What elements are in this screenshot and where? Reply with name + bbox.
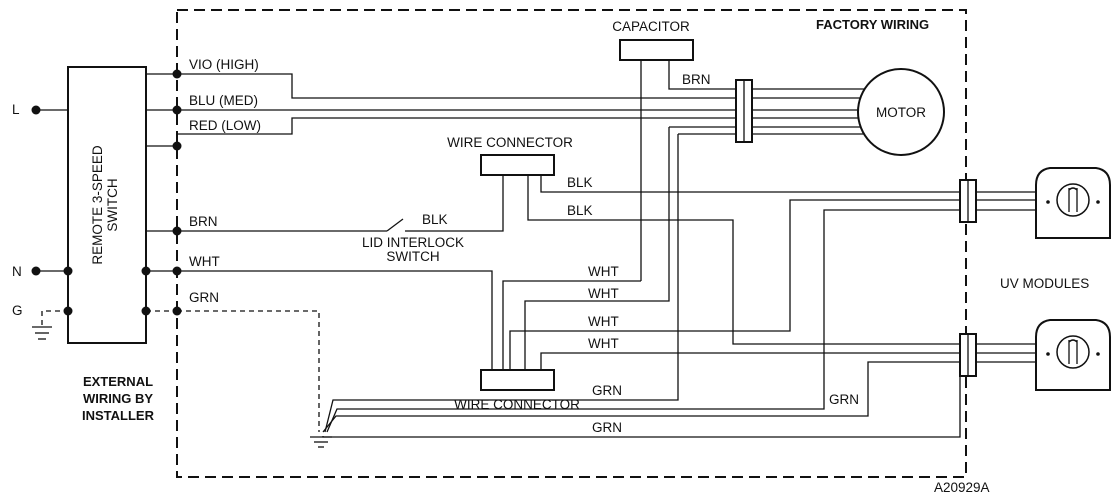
- ground-wire-external: [41, 310, 68, 325]
- uv-module-2-lamp: [1056, 335, 1090, 369]
- uv-module-1-lamp-shape: [1068, 187, 1078, 212]
- g-dot-switch-right: [141, 306, 151, 316]
- wire-label-wht-2: WHT: [588, 286, 619, 301]
- wire-wht-motor-1-drop: [524, 127, 670, 370]
- uv-module-1: [1035, 167, 1111, 239]
- wire-label-grn-3: GRN: [592, 420, 622, 435]
- wire-connector-bottom: [480, 369, 555, 391]
- factory-wiring-label: FACTORY WIRING: [816, 17, 929, 32]
- n-dot-switch-left: [63, 266, 73, 276]
- external-wiring-line3: INSTALLER: [82, 408, 155, 423]
- wire-brn-capacitor: [668, 60, 736, 90]
- wire-blk-uv1: [540, 175, 960, 193]
- wire-grn-uv1: [326, 209, 960, 433]
- wire-label-wht-main: WHT: [189, 254, 220, 269]
- wire-grn-motor-drop: [324, 134, 679, 433]
- remote-speed-switch: [67, 66, 147, 344]
- wire-label-grn-1: GRN: [592, 383, 622, 398]
- uv-module-1-lamp: [1056, 183, 1090, 217]
- wire-blk-uv2: [527, 175, 960, 345]
- wire-vio-high: [177, 73, 736, 99]
- wire-label-wht-1: WHT: [588, 264, 619, 279]
- n-dot-switch-right: [141, 266, 151, 276]
- wire-label-grn-main: GRN: [189, 290, 219, 305]
- uv-module-1-dot-right: [1096, 200, 1100, 204]
- uv-module-2-lamp-shape: [1068, 339, 1078, 364]
- drawing-id: A20929A: [934, 480, 990, 495]
- terminal-l-label: L: [12, 102, 20, 117]
- lid-interlock-label-line2: SWITCH: [386, 249, 439, 264]
- uv-module-1-dot-left: [1046, 200, 1050, 204]
- wire-grn-uv2: [322, 361, 960, 433]
- factory-wiring-boundary: [176, 9, 967, 478]
- wire-label-red-low: RED (LOW): [189, 118, 261, 133]
- motor: [857, 68, 945, 156]
- uv-module-2: [1035, 319, 1111, 391]
- wire-connector-bottom-label: WIRE CONNECTOR: [454, 397, 580, 412]
- motor-label: MOTOR: [876, 105, 926, 120]
- capacitor-label: CAPACITOR: [612, 19, 690, 34]
- lid-interlock-label-line1: LID INTERLOCK: [362, 235, 464, 250]
- wire-wht-1: [502, 280, 641, 370]
- external-wiring-line1: EXTERNAL: [83, 374, 153, 389]
- wire-label-brn-switch: BRN: [189, 214, 218, 229]
- terminal-n-label: N: [12, 264, 22, 279]
- switch-label-line1: REMOTE 3-SPEED: [90, 145, 105, 265]
- wire-label-grn-2: GRN: [829, 392, 859, 407]
- wire-wht-3: [509, 199, 960, 370]
- terminal-l-dot: [31, 105, 41, 115]
- external-wiring-line2: WIRING BY: [83, 391, 153, 406]
- wire-blk-interlock: [420, 175, 504, 232]
- terminal-n-dot: [31, 266, 41, 276]
- wire-label-blk-uv1: BLK: [567, 175, 593, 190]
- uv-module-2-dot-right: [1096, 352, 1100, 356]
- uv-module-2-dot-left: [1046, 352, 1050, 356]
- wire-label-vio-high: VIO (HIGH): [189, 57, 259, 72]
- uv-modules-label: UV MODULES: [1000, 276, 1089, 291]
- lid-interlock-switch: [386, 218, 404, 232]
- wire-grn-main: [177, 310, 320, 432]
- switch-label-line2: SWITCH: [105, 178, 120, 231]
- wire-label-wht-4: WHT: [588, 336, 619, 351]
- wire-wht-main: [177, 270, 493, 370]
- wire-label-blu-med: BLU (MED): [189, 93, 258, 108]
- wire-red-low: [177, 117, 736, 135]
- wire-connector-top: [480, 154, 555, 176]
- dot-red-boundary: [172, 141, 182, 151]
- wire-connector-top-label: WIRE CONNECTOR: [447, 135, 573, 150]
- terminal-g-label: G: [12, 303, 23, 318]
- capacitor: [619, 39, 694, 61]
- wire-label-brn-capacitor: BRN: [682, 72, 711, 87]
- wire-wht-4: [540, 352, 960, 370]
- g-dot-switch-left: [63, 306, 73, 316]
- wire-label-wht-3: WHT: [588, 314, 619, 329]
- wire-label-blk-uv2: BLK: [567, 203, 593, 218]
- wire-label-blk-interlock: BLK: [422, 212, 448, 227]
